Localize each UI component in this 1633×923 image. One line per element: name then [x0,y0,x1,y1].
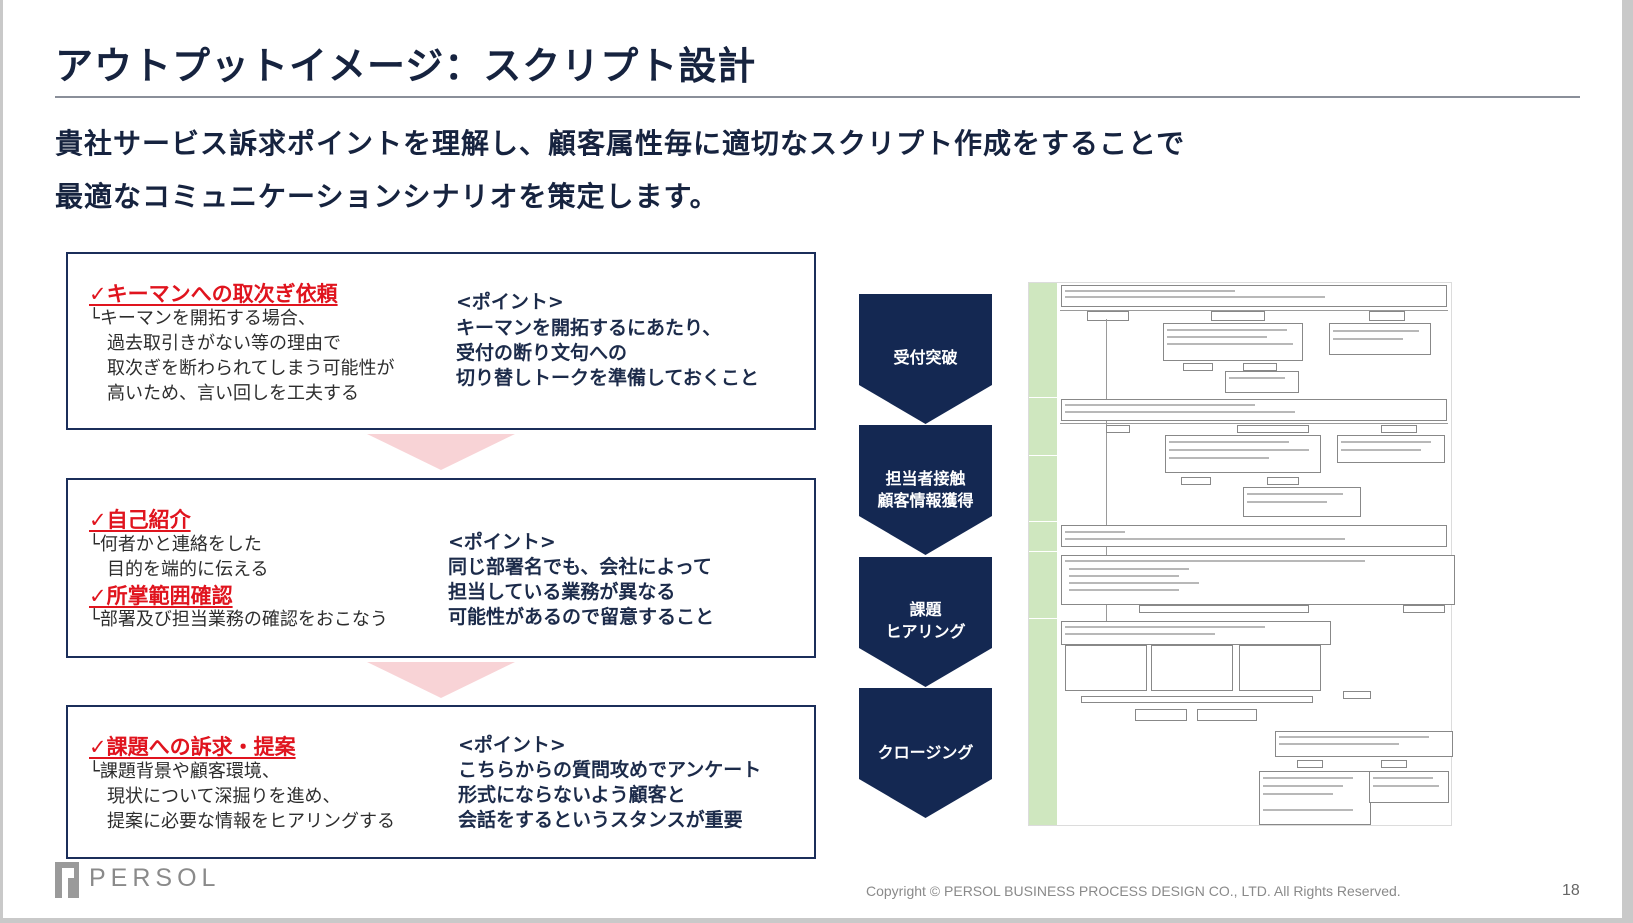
slide-frame-bottom [0,918,1633,923]
persol-logo: PERSOL [55,862,215,902]
step-label-1: 受付突破 [893,348,958,367]
slide-title: アウトプットイメージ：スクリプト設計 [55,44,757,88]
slide-frame-right [1622,0,1633,923]
persol-logo-text: PERSOL [89,864,221,892]
check-heading: ✓キーマンへの取次ぎ依頼 [89,282,338,306]
point-line: 切り替しトークを準備しておくこと [456,367,759,389]
slide-frame-left [0,0,3,923]
point-line: 同じ部署名でも、会社によって [448,556,712,578]
point-line: 形式にならないよう顧客と [458,784,686,806]
point-line: 受付の断り文句への [456,342,628,364]
step-label-2b: 顧客情報獲得 [877,491,974,510]
check-heading: ✓所掌範囲確認 [89,584,233,608]
persol-logo-mark-icon [55,862,79,898]
point-heading: <ポイント> [456,291,564,313]
flow-phase-band [1029,283,1057,825]
detail-line: 目的を端的に伝える [89,559,269,580]
point-line: 会話をするというスタンスが重要 [458,809,743,831]
down-arrow-pink [367,434,515,470]
step-label-3b: ヒアリング [885,622,966,641]
detail-line: └部署及び担当業務の確認をおこなう [89,609,388,630]
detail-line: └課題背景や顧客環境、 [89,761,280,782]
check-heading: ✓課題への訴求・提案 [89,735,296,759]
detail-line: 現状について深掘りを進め、 [89,786,341,807]
detail-line: 高いため、言い回しを工夫する [89,383,359,404]
point-heading: <ポイント> [458,734,566,756]
step-box-proposal: ✓課題への訴求・提案 └課題背景や顧客環境、 現状について深掘りを進め、 提案に… [66,705,816,859]
step-box-contact: ✓自己紹介 └何者かと連絡をした 目的を端的に伝える ✓所掌範囲確認 └部署及び… [66,478,816,658]
point-line: 担当している業務が異なる [448,581,676,603]
point-line: キーマンを開拓するにあたり、 [456,317,722,339]
detail-line: 提案に必要な情報をヒアリングする [89,811,395,832]
step-box-reception: ✓キーマンへの取次ぎ依頼 └キーマンを開拓する場合、 過去取引きがない等の理由で… [66,252,816,430]
step-label-3a: 課題 [909,600,942,619]
point-line: 可能性があるので留意すること [448,606,715,628]
detail-line: └キーマンを開拓する場合、 [89,308,316,329]
page-number: 18 [1562,882,1580,899]
script-flowchart-thumbnail [1028,282,1455,826]
detail-line: 過去取引きがない等の理由で [89,333,341,354]
lead-line-1: 貴社サービス訴求ポイントを理解し、顧客属性毎に適切なスクリプト作成をすることで [55,127,1186,160]
detail-line: └何者かと連絡をした [89,534,262,555]
down-arrow-pink [367,662,515,698]
detail-line: 取次ぎを断わられてしまう可能性が [89,358,395,379]
step-label-2a: 担当者接触 [885,469,966,488]
check-heading: ✓自己紹介 [89,508,191,532]
lead-line-2: 最適なコミュニケーションシナリオを策定します。 [55,180,719,213]
title-divider [55,96,1580,98]
point-heading: <ポイント> [448,531,556,553]
step-label-4: クロージング [877,743,974,762]
copyright-notice: Copyright © PERSOL BUSINESS PROCESS DESI… [866,883,1401,899]
point-line: こちらからの質問攻めでアンケート [458,759,762,781]
